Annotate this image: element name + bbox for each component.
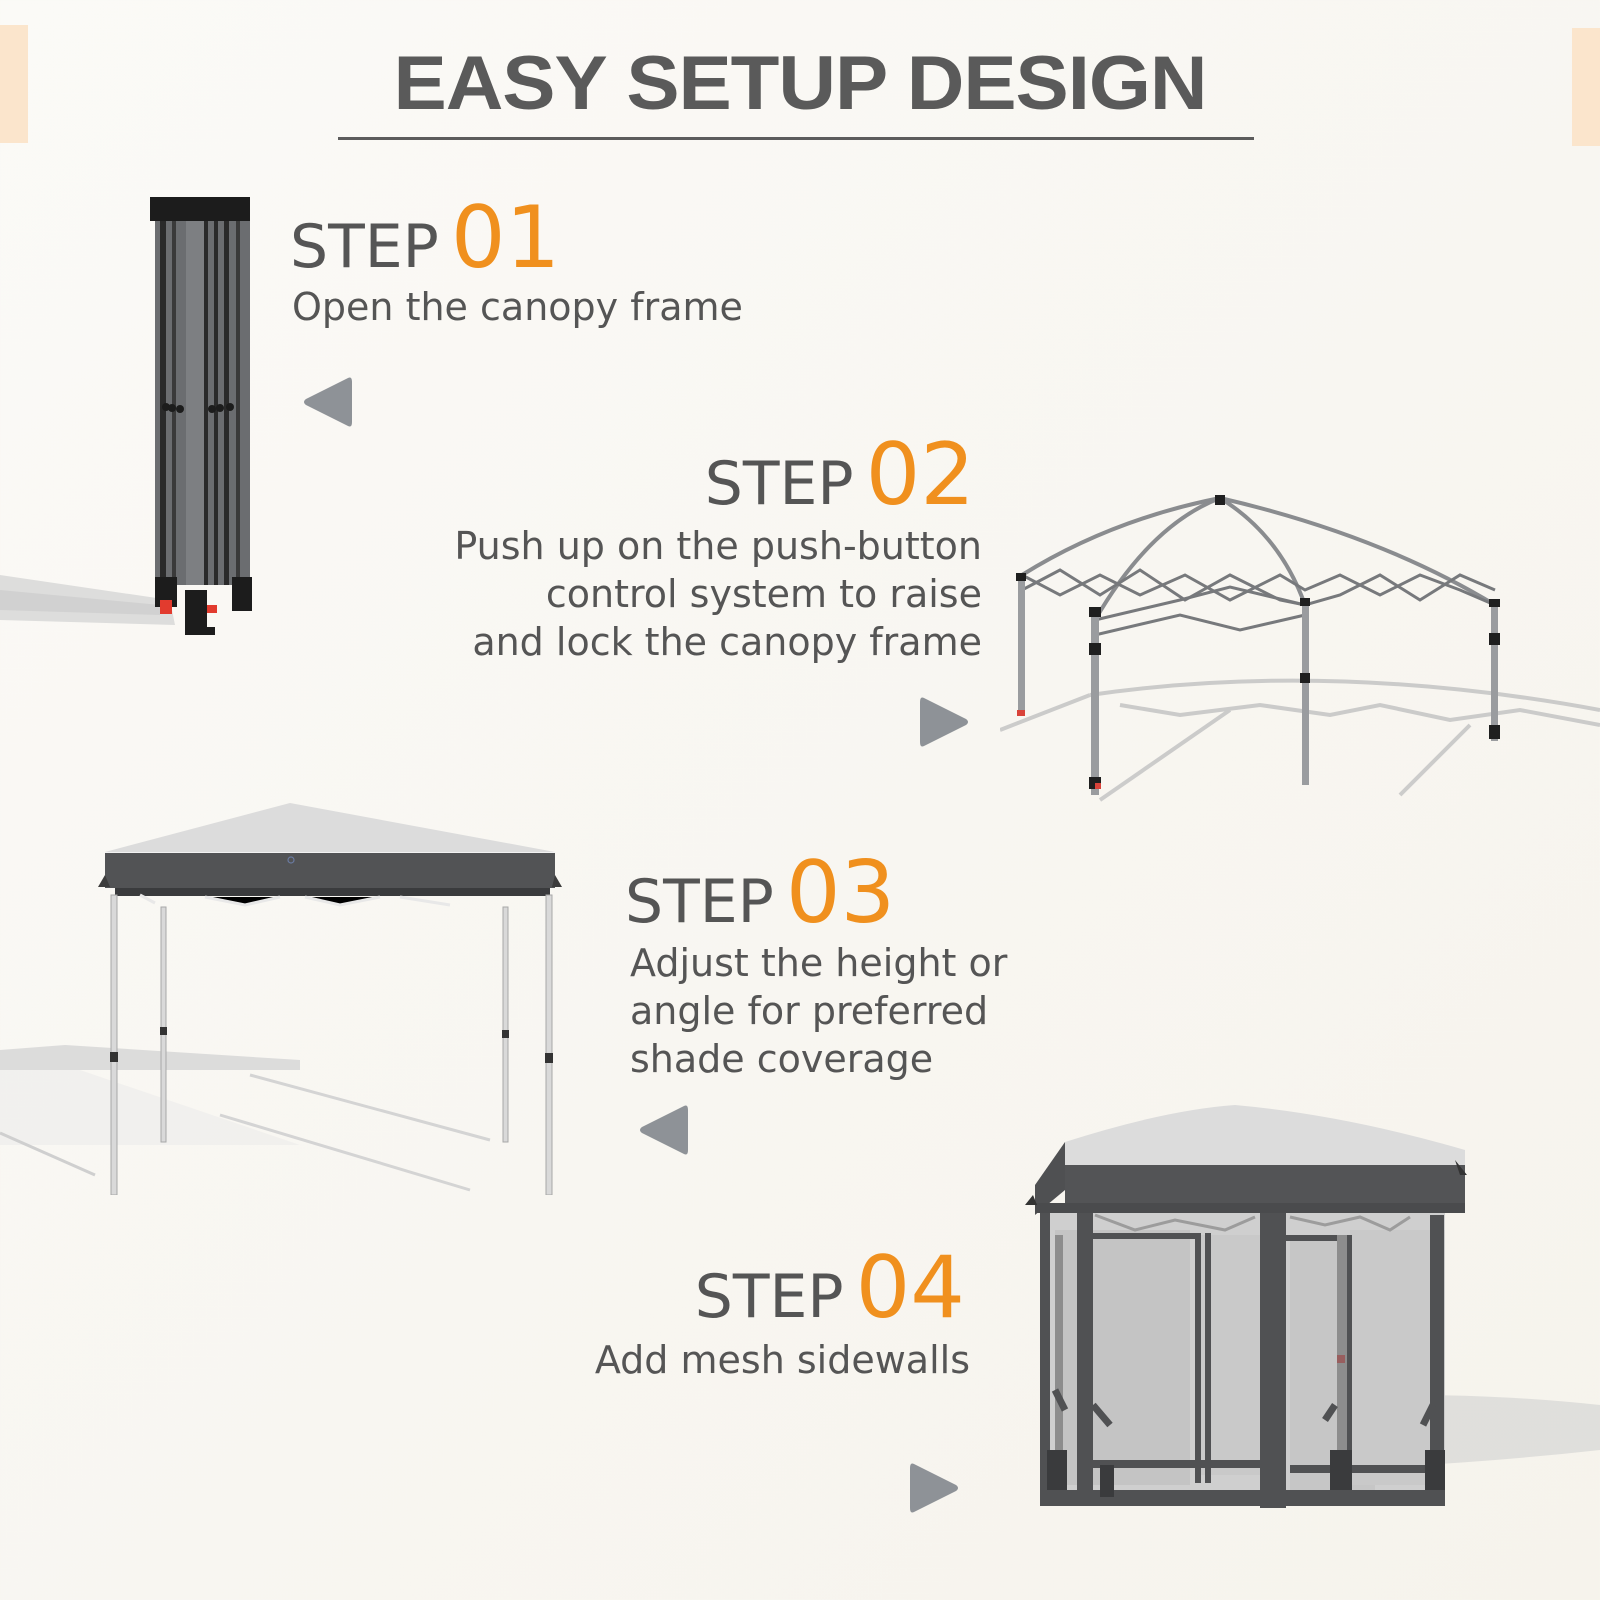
step-04-description: Add mesh sidewalls bbox=[594, 1338, 970, 1382]
step-02-number: 02 bbox=[865, 425, 975, 525]
arrow-right-icon bbox=[908, 1460, 962, 1516]
step-02-label: STEP bbox=[704, 449, 854, 519]
mesh-sidewall-canopy-illustration bbox=[1015, 1105, 1600, 1510]
folded-frame-illustration bbox=[0, 195, 270, 655]
step-04-label: STEP bbox=[694, 1262, 844, 1332]
title-underline bbox=[338, 137, 1254, 140]
right-edge-accent bbox=[1572, 28, 1600, 146]
step-03-label: STEP bbox=[625, 867, 774, 937]
step-03-number: 03 bbox=[785, 843, 896, 943]
step-02-description: Push up on the push-button control syste… bbox=[454, 524, 982, 664]
arrow-left-icon bbox=[300, 374, 354, 430]
step-01-label: STEP bbox=[290, 212, 439, 282]
arrow-right-icon bbox=[918, 694, 972, 750]
canopy-cover-illustration bbox=[0, 795, 600, 1195]
arrow-left-icon bbox=[636, 1102, 690, 1158]
step-01-number: 01 bbox=[450, 188, 561, 288]
step-01-description: Open the canopy frame bbox=[292, 285, 743, 329]
step-03-description: Adjust the height or angle for preferred… bbox=[630, 941, 1008, 1081]
page-title: EASY SETUP DESIGN bbox=[393, 41, 1208, 126]
expanded-frame-illustration bbox=[1000, 495, 1600, 805]
left-edge-accent bbox=[0, 25, 28, 143]
step-04-number: 04 bbox=[855, 1238, 965, 1338]
